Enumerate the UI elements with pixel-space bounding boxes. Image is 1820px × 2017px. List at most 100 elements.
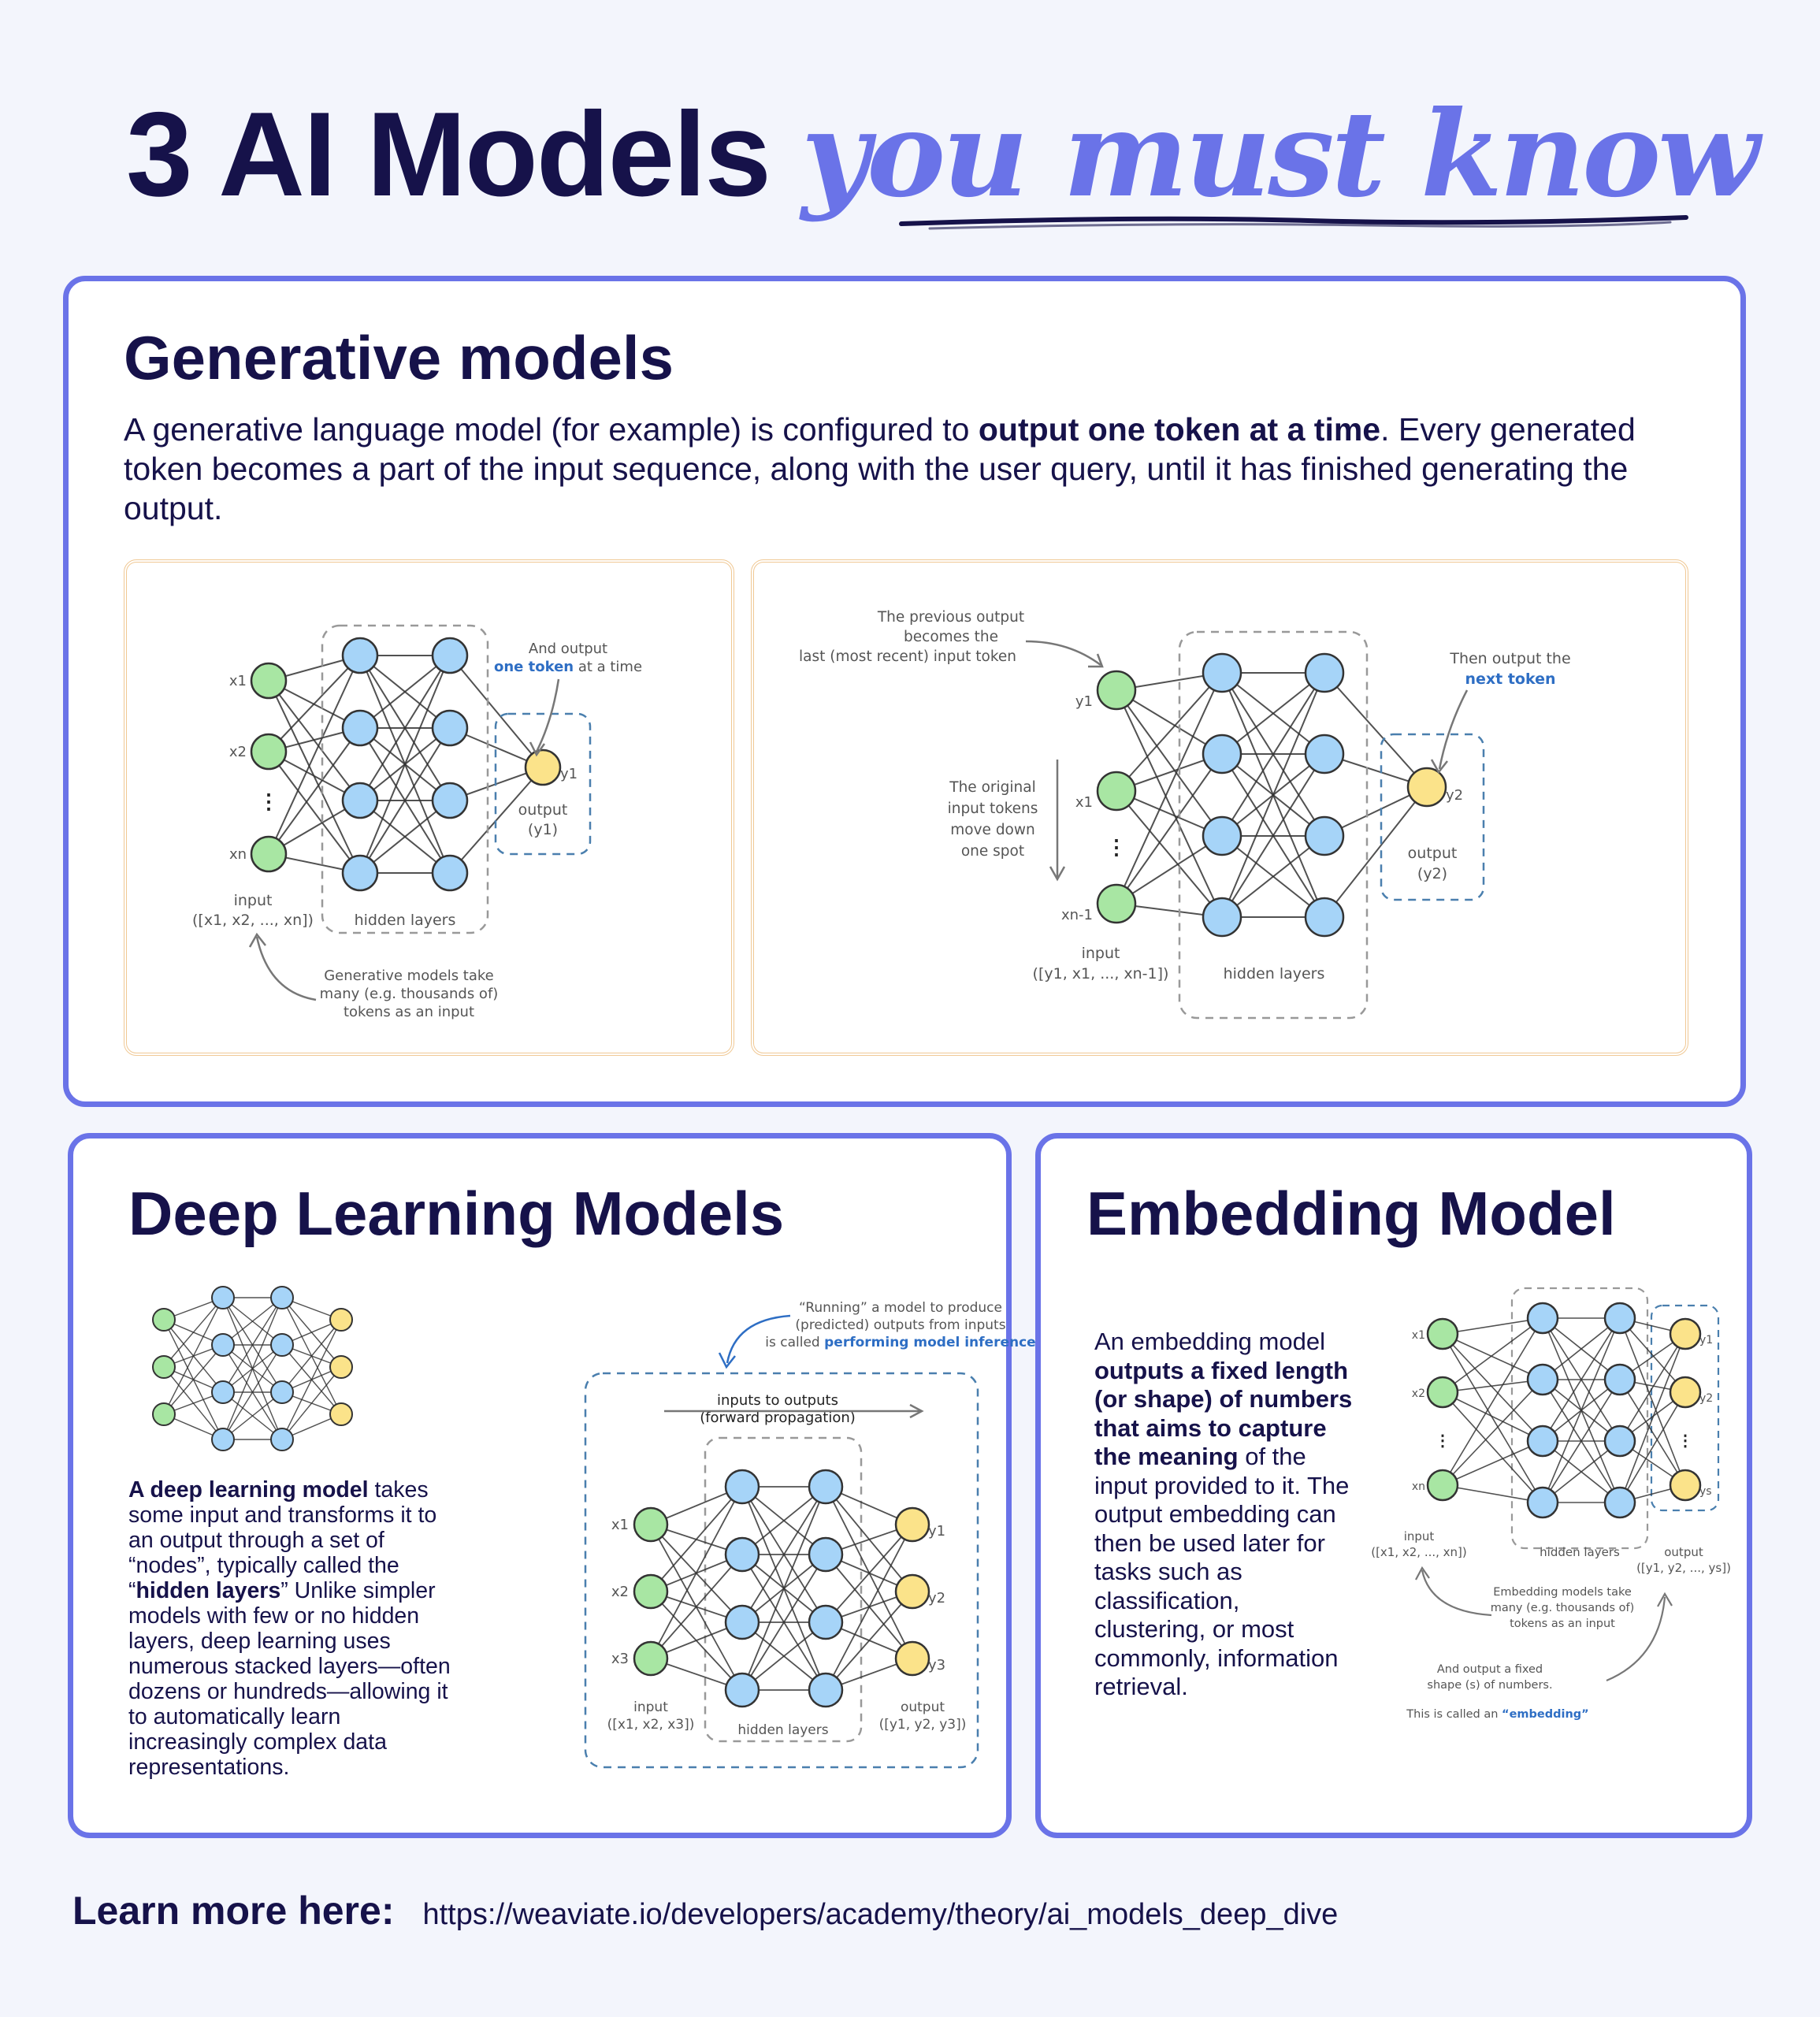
input-node-label: xn <box>1412 1480 1425 1493</box>
network-edge <box>741 1486 826 1555</box>
input-node <box>1426 1317 1459 1350</box>
deep-learning-card: Deep Learning Models A deep learning mod… <box>68 1133 1036 1838</box>
hidden-node <box>1304 815 1345 856</box>
note-line2: (predicted) outputs from inputs <box>795 1317 1005 1333</box>
network-edge <box>825 1524 913 1691</box>
network-edge <box>1619 1317 1686 1393</box>
network-edge <box>359 800 451 874</box>
input-node <box>152 1308 176 1332</box>
hidden-caption: hidden layers <box>1224 965 1325 982</box>
emb-desc-text-2: of the input provided to it. The output … <box>1094 1443 1350 1700</box>
network-edge <box>1116 753 1223 904</box>
note-line1: “Running” a model to produce <box>799 1300 1002 1316</box>
hidden-caption: hidden layers <box>355 912 456 929</box>
network-edge <box>359 727 451 874</box>
ellipsis-icon: ⋮ <box>1106 835 1127 859</box>
hidden-node <box>1202 815 1242 856</box>
ellipsis-icon: ⋮ <box>1435 1432 1450 1450</box>
hidden-layers-box <box>1510 1287 1649 1550</box>
note-prev-line3: last (most recent) input token <box>799 648 1016 665</box>
network-edge <box>222 1297 283 1346</box>
generative-description: A generative language model (for example… <box>124 410 1684 528</box>
output-node <box>329 1402 353 1426</box>
network-edge <box>1221 835 1325 918</box>
network-edge <box>1542 1440 1621 1503</box>
network-edge <box>1442 1317 1543 1393</box>
input-node <box>633 1640 669 1677</box>
ellipsis-icon: ⋮ <box>1677 1432 1693 1450</box>
ellipsis-icon: ⋮ <box>258 789 279 813</box>
network-edge <box>1221 753 1325 918</box>
note-orig-line4: one spot <box>961 843 1024 860</box>
title-underline <box>899 215 1688 230</box>
network-edge <box>1116 689 1223 918</box>
network-edge <box>1442 1379 1543 1486</box>
footer-url-link[interactable]: https://weaviate.io/developers/academy/t… <box>422 1898 1339 1931</box>
network-edge <box>1116 672 1223 792</box>
network-edge <box>1442 1317 1543 1486</box>
hidden-node <box>724 1604 760 1640</box>
generative-models-card: Generative models A generative language … <box>63 276 1746 1107</box>
emb-desc-text-1: An embedding model <box>1094 1328 1325 1355</box>
network-edge <box>1221 672 1325 918</box>
embedding-model-card: Embedding Model An embedding model outpu… <box>1035 1133 1752 1838</box>
output-node <box>524 748 562 786</box>
network-edge <box>268 751 361 874</box>
hidden-node <box>1526 1302 1559 1335</box>
network-edge <box>281 1319 342 1393</box>
input-node-label: xn-1 <box>1061 907 1093 923</box>
network-edge <box>1542 1317 1621 1380</box>
hidden-caption: hidden layers <box>737 1722 828 1738</box>
hidden-node <box>211 1333 235 1357</box>
network-edge <box>222 1391 283 1440</box>
page-title: 3 AI Models you must know <box>126 85 1759 235</box>
hidden-node <box>1304 734 1345 774</box>
note-next-arrow <box>1438 689 1469 770</box>
note-arrow <box>726 1314 791 1364</box>
hidden-node <box>1526 1363 1559 1396</box>
hidden-node <box>270 1428 294 1451</box>
network-edge <box>268 727 361 855</box>
output-caption-line1: output <box>1664 1545 1703 1559</box>
note-bottom-line2: many (e.g. thousands of) <box>320 986 499 1002</box>
network-edge <box>825 1591 913 1691</box>
note-line3-highlight: performing model inference <box>824 1335 1036 1350</box>
hidden-node <box>1526 1425 1559 1458</box>
input-caption-line2: ([x1, x2, ..., xn]) <box>1371 1545 1467 1559</box>
network-edge <box>741 1621 826 1691</box>
network-edge <box>268 655 361 752</box>
network-edge <box>741 1554 826 1691</box>
note-out-line1: And output a fixed <box>1437 1663 1543 1676</box>
footer-label: Learn more here: <box>72 1889 395 1933</box>
output-node <box>1669 1469 1702 1502</box>
note-top-arrowhead <box>529 741 546 757</box>
footer: Learn more here: https://weaviate.io/dev… <box>72 1888 1338 1933</box>
note-orig-arrowhead <box>1049 866 1066 882</box>
hidden-node <box>1603 1363 1636 1396</box>
output-node-label: y2 <box>928 1590 945 1607</box>
output-node-label: y2 <box>1446 787 1463 804</box>
network-edge <box>1116 790 1223 918</box>
network-edge <box>163 1297 224 1415</box>
deep-learning-heading: Deep Learning Models <box>128 1179 785 1248</box>
note-bottom-line1: Generative models take <box>324 968 494 984</box>
note-top-line1: And output <box>529 641 607 657</box>
hidden-layers-box <box>1178 630 1369 1020</box>
output-node <box>894 1640 930 1677</box>
generative-heading: Generative models <box>124 323 674 392</box>
input-node-label: x2 <box>611 1584 629 1600</box>
network-edge <box>1442 1317 1543 1335</box>
network-edge <box>1542 1379 1621 1503</box>
hidden-node <box>724 1672 760 1708</box>
hidden-node <box>1304 652 1345 693</box>
deep-desc-bold-1: A deep learning model <box>128 1477 369 1503</box>
hidden-node <box>1202 734 1242 774</box>
hidden-node <box>270 1380 294 1404</box>
note-orig-line3: move down <box>950 822 1034 838</box>
output-node <box>329 1308 353 1332</box>
hidden-node <box>1202 652 1242 693</box>
note-line3: is called performing model inference <box>765 1335 1035 1350</box>
